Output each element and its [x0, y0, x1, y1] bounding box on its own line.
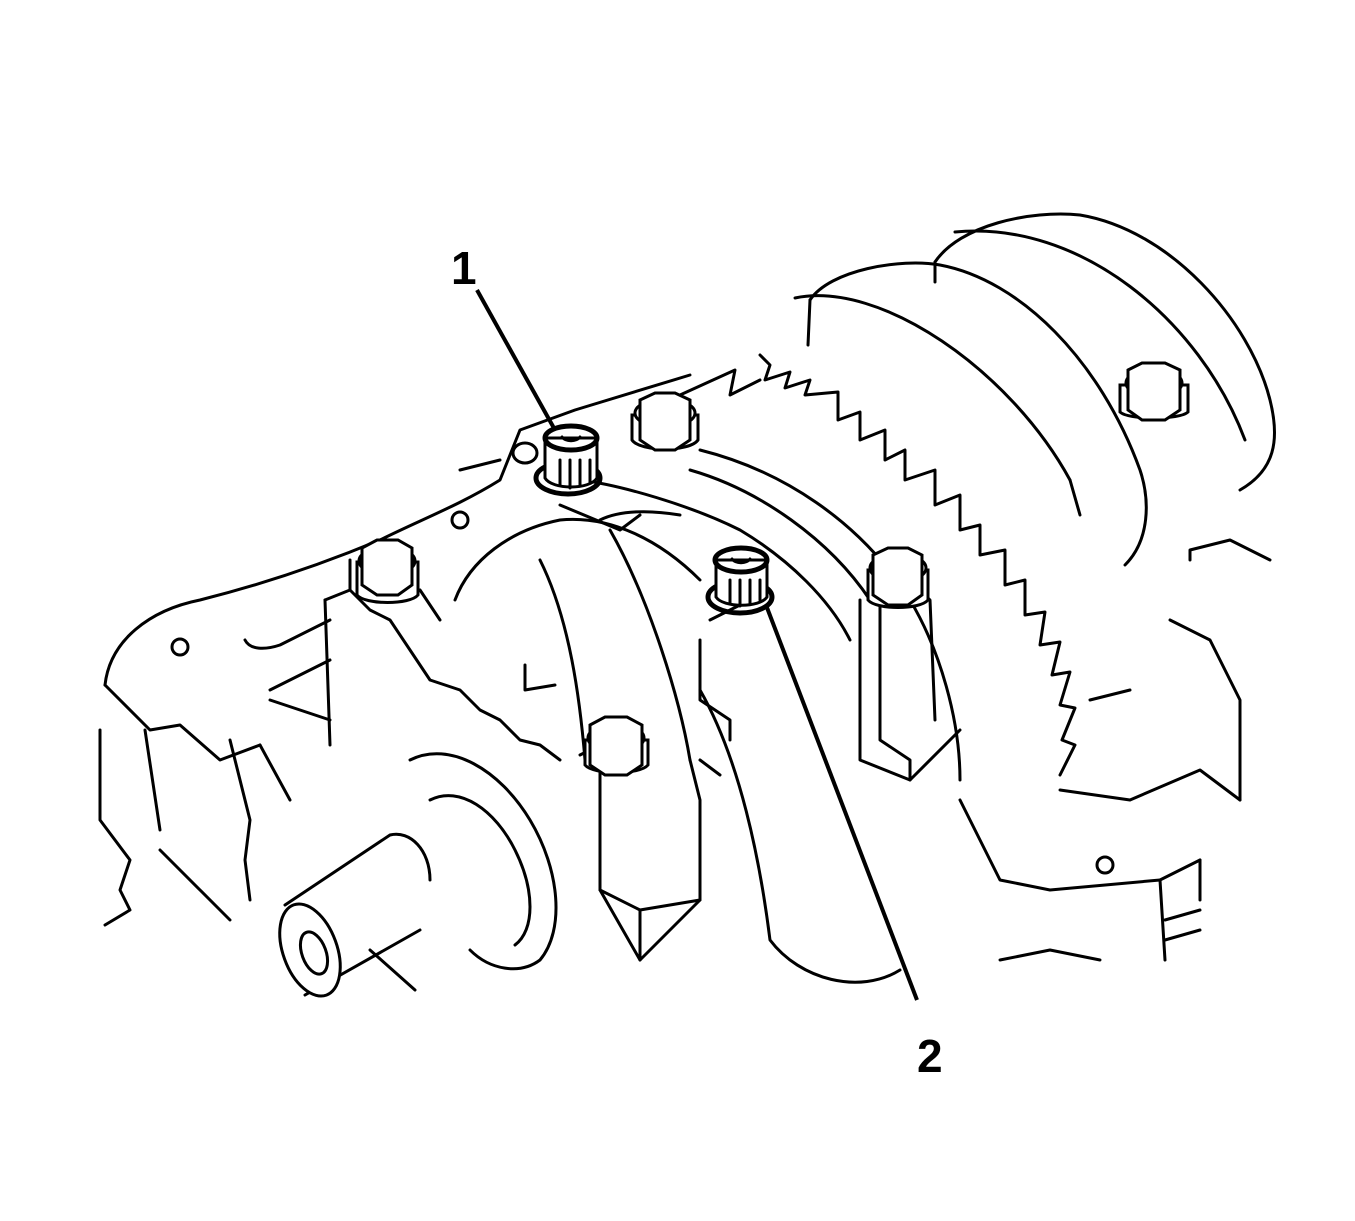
pulley-disks: [793, 212, 1277, 567]
hex-bolt: [630, 391, 700, 452]
splined-bolt-1: [533, 423, 603, 497]
crank-journal: [453, 478, 902, 984]
callout-label-1: 1: [451, 242, 477, 294]
callout-2-leader: [764, 604, 919, 1001]
callout-label-2: 2: [917, 1030, 943, 1082]
engine-block: [98, 373, 692, 927]
hex-bolt: [355, 538, 420, 604]
shaft: [278, 752, 558, 998]
bearing-cap-left: [268, 558, 562, 762]
callout-1-leader: [475, 289, 557, 431]
splined-bolt-2: [705, 545, 775, 616]
hex-bolt: [1118, 361, 1190, 422]
hex-bolt: [866, 546, 930, 609]
hex-bolt: [583, 715, 650, 777]
engine-block-right: [958, 538, 1272, 962]
